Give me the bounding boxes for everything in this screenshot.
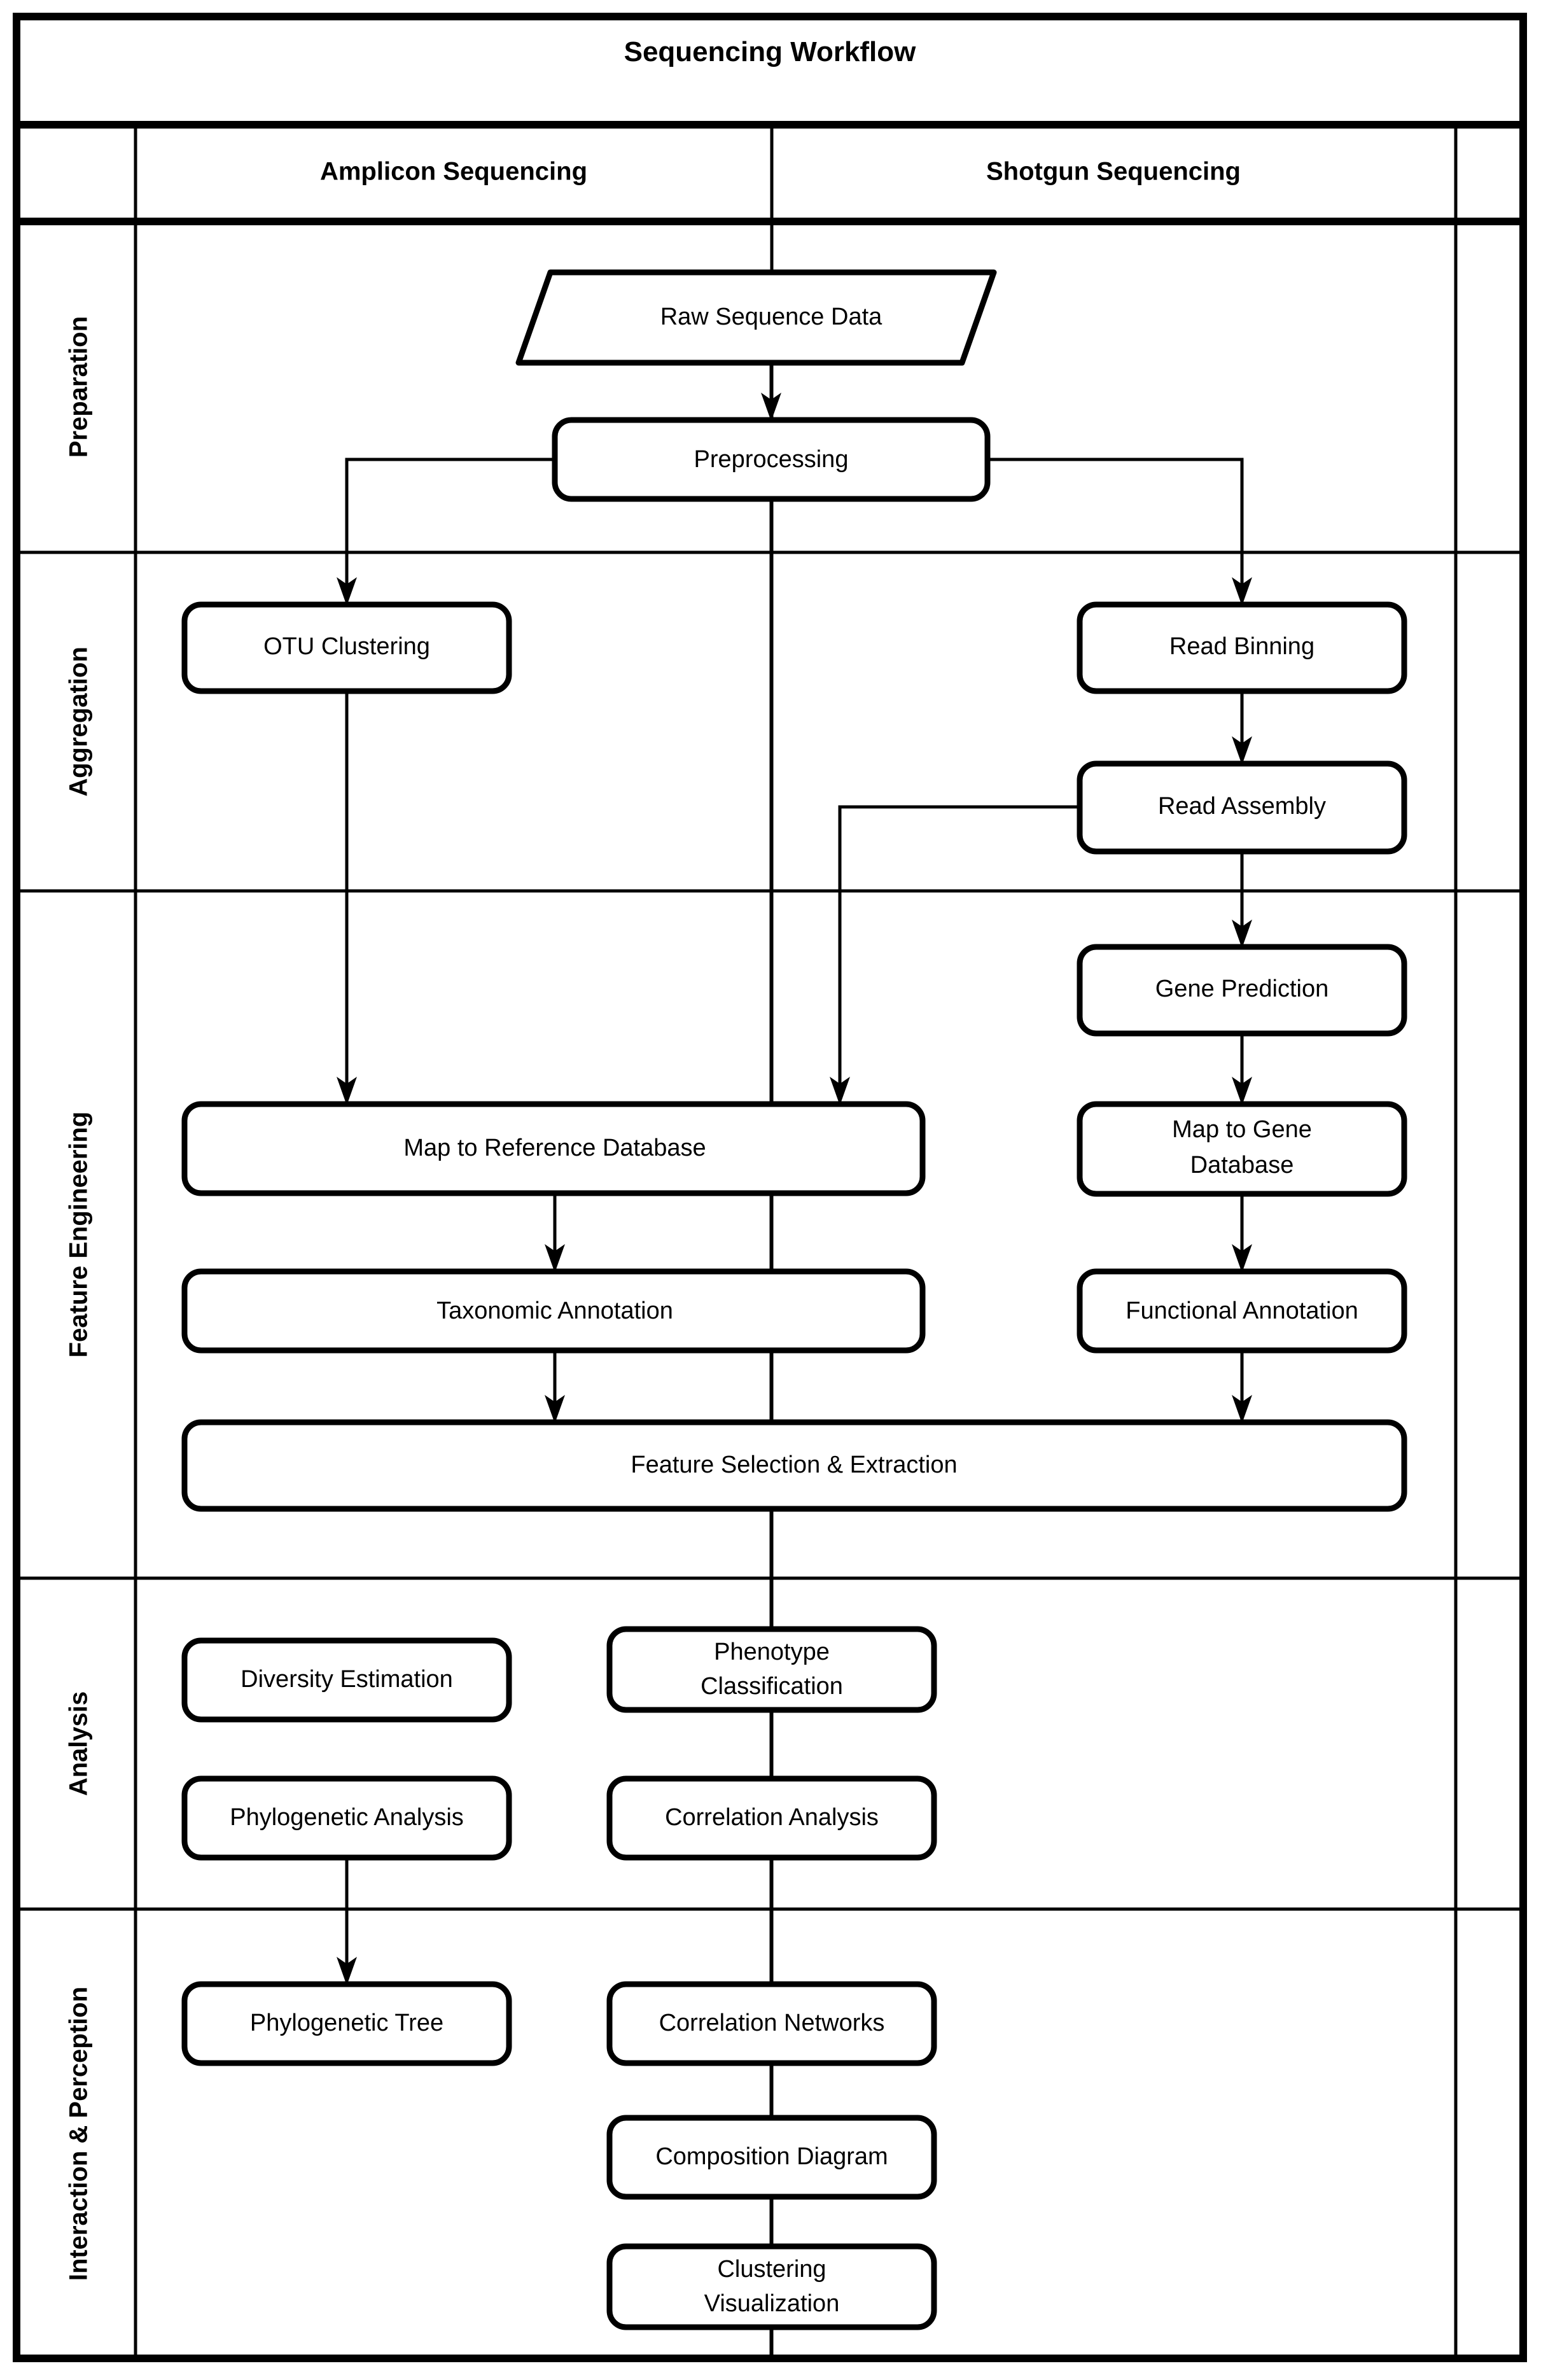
clustering-visualization-label-line2: Visualization xyxy=(704,2290,840,2317)
map-to-reference-database-shape xyxy=(181,1101,926,1196)
node-read-binning[interactable]: Read Binning xyxy=(1077,601,1407,694)
feature-selection-extraction-label: Feature Selection & Extraction xyxy=(631,1452,957,1478)
node-diversity-estimation[interactable]: Diversity Estimation xyxy=(181,1637,512,1723)
raw-sequence-data-shape xyxy=(515,269,997,366)
gene-prediction-shape xyxy=(1077,944,1407,1037)
preprocessing-shape xyxy=(552,417,991,502)
node-read-assembly[interactable]: Read Assembly xyxy=(1077,760,1407,855)
taxonomic-annotation-shape xyxy=(181,1268,926,1354)
phenotype-classification-shape xyxy=(606,1626,937,1713)
node-map-to-gene-database[interactable]: Map to Gene Database xyxy=(1077,1101,1407,1197)
edge-preprocessing-to-read-binning xyxy=(987,458,1253,606)
diversity-estimation-shape xyxy=(181,1637,512,1723)
diagram-title: Sequencing Workflow xyxy=(624,36,917,67)
swimlane-label-aggregation: Aggregation xyxy=(65,647,93,797)
node-taxonomic-annotation[interactable]: Taxonomic Annotation xyxy=(181,1268,926,1354)
node-correlation-analysis[interactable]: Correlation Analysis xyxy=(606,1775,937,1861)
node-functional-annotation[interactable]: Functional Annotation xyxy=(1077,1268,1407,1354)
column-header-amplicon: Amplicon Sequencing xyxy=(320,158,587,186)
read-assembly-label: Read Assembly xyxy=(1158,793,1326,820)
diversity-estimation-label: Diversity Estimation xyxy=(241,1666,453,1693)
node-gene-prediction[interactable]: Gene Prediction xyxy=(1077,944,1407,1037)
node-phenotype-classification[interactable]: Phenotype Classification xyxy=(606,1626,937,1713)
node-correlation-networks[interactable]: Correlation Networks xyxy=(606,1981,937,2066)
composition-diagram-label: Composition Diagram xyxy=(655,2143,888,2170)
feature-selection-extraction-shape xyxy=(181,1419,1407,1512)
node-clustering-visualization[interactable]: Clustering Visualization xyxy=(606,2243,937,2330)
phenotype-classification-label-line2: Classification xyxy=(701,1673,843,1700)
node-preprocessing[interactable]: Preprocessing xyxy=(552,417,991,502)
read-assembly-shape xyxy=(1077,760,1407,855)
node-phylogenetic-analysis[interactable]: Phylogenetic Analysis xyxy=(181,1775,512,1861)
phylogenetic-tree-label: Phylogenetic Tree xyxy=(250,2010,443,2036)
swimlane-label-interaction-perception: Interaction & Perception xyxy=(65,1987,93,2281)
node-feature-selection-extraction[interactable]: Feature Selection & Extraction xyxy=(181,1419,1407,1512)
otu-clustering-shape xyxy=(181,601,512,694)
map-to-reference-database-label: Map to Reference Database xyxy=(403,1135,706,1161)
map-to-gene-database-shape xyxy=(1077,1101,1407,1197)
raw-sequence-data-label: Raw Sequence Data xyxy=(660,304,882,330)
edge-preprocessing-to-otu-clustering xyxy=(337,458,555,606)
swimlane-label-analysis: Analysis xyxy=(65,1691,93,1796)
swimlane-label-preparation: Preparation xyxy=(65,316,93,458)
node-map-to-reference-database[interactable]: Map to Reference Database xyxy=(181,1101,926,1196)
phylogenetic-analysis-label: Phylogenetic Analysis xyxy=(230,1804,464,1831)
preprocessing-label: Preprocessing xyxy=(694,446,849,473)
map-to-gene-database-label-line1: Map to Gene xyxy=(1172,1116,1312,1143)
otu-clustering-label: OTU Clustering xyxy=(263,633,430,660)
correlation-networks-shape xyxy=(606,1981,937,2066)
correlation-networks-label: Correlation Networks xyxy=(659,2010,885,2036)
edge-read-assembly-to-map-to-reference-database xyxy=(830,805,1165,1105)
node-raw-sequence-data[interactable]: Raw Sequence Data xyxy=(515,269,997,366)
column-header-shotgun: Shotgun Sequencing xyxy=(986,158,1241,186)
clustering-visualization-shape xyxy=(606,2243,937,2330)
correlation-analysis-shape xyxy=(606,1775,937,1861)
read-binning-shape xyxy=(1077,601,1407,694)
node-phylogenetic-tree[interactable]: Phylogenetic Tree xyxy=(181,1981,512,2066)
functional-annotation-shape xyxy=(1077,1268,1407,1354)
node-otu-clustering[interactable]: OTU Clustering xyxy=(181,601,512,694)
phylogenetic-tree-shape xyxy=(181,1981,512,2066)
functional-annotation-label: Functional Annotation xyxy=(1126,1298,1358,1324)
composition-diagram-shape xyxy=(606,2115,937,2200)
swimlane-label-feature-engineering: Feature Engineering xyxy=(65,1112,93,1358)
node-composition-diagram[interactable]: Composition Diagram xyxy=(606,2115,937,2200)
phenotype-classification-label-line1: Phenotype xyxy=(714,1639,830,1665)
correlation-analysis-label: Correlation Analysis xyxy=(665,1804,879,1831)
clustering-visualization-label-line1: Clustering xyxy=(717,2256,826,2283)
read-binning-label: Read Binning xyxy=(1169,633,1314,660)
phylogenetic-analysis-shape xyxy=(181,1775,512,1861)
taxonomic-annotation-label: Taxonomic Annotation xyxy=(436,1298,673,1324)
gene-prediction-label: Gene Prediction xyxy=(1155,976,1329,1002)
map-to-gene-database-label-line2: Database xyxy=(1190,1152,1294,1179)
